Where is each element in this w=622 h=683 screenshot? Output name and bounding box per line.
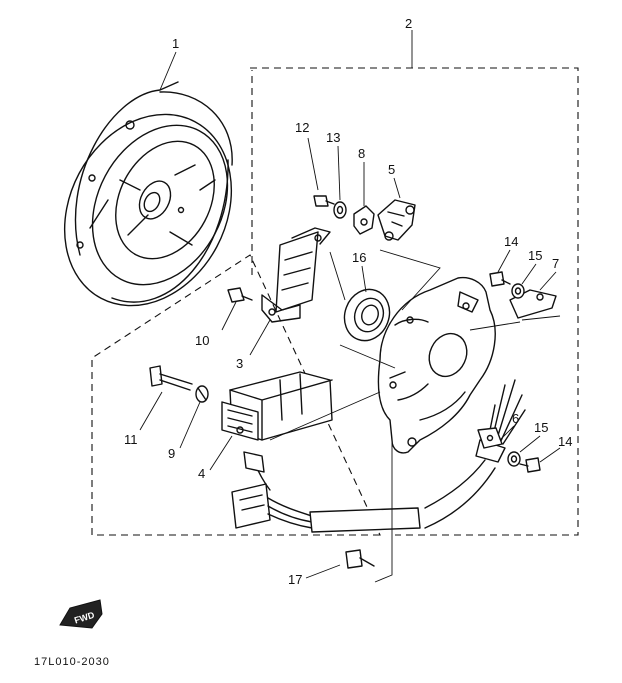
screw-10 [227,287,253,303]
label-part-17: 17 [288,572,302,587]
washer-15-upper [511,283,525,299]
label-part-3: 3 [236,356,243,371]
label-part-12: 12 [295,120,309,135]
wiring-harness [231,379,526,533]
label-part-7: 7 [552,256,559,271]
label-part-14-upper: 14 [504,234,518,249]
flywheel [63,81,233,307]
label-part-10: 10 [195,333,209,348]
pulser-coil [377,199,416,241]
label-part-16: 16 [352,250,366,265]
label-part-1: 1 [172,36,179,51]
label-part-15-upper: 15 [528,248,542,263]
label-part-4: 4 [198,466,205,481]
clamp-6 [477,427,503,449]
washer [333,201,347,219]
label-part-13: 13 [326,130,340,145]
assembly-guide-lines [269,249,561,583]
bracket [353,205,375,235]
label-part-11: 11 [124,432,138,447]
screw-12 [313,195,335,207]
stator-plate [377,276,496,454]
label-part-6: 6 [512,411,519,426]
screw-14-lower [519,457,541,473]
label-part-14-lower: 14 [558,434,572,449]
washer-15-lower [507,451,521,467]
label-part-8: 8 [358,146,365,161]
cdi-unit [221,371,333,441]
leader-lines [139,30,561,579]
label-part-5: 5 [388,162,395,177]
drawing-code: 17L010-2030 [34,656,110,668]
oil-seal [343,288,391,342]
assembly-boundary [91,67,579,536]
screw-14-upper [489,271,511,287]
label-part-15-lower: 15 [534,420,548,435]
label-part-2: 2 [405,16,412,31]
bolt-11 [149,365,193,391]
fwd-arrow-logo: FWD [59,599,103,629]
label-part-9: 9 [168,446,175,461]
charge-coil [261,227,331,323]
screw-17 [345,549,375,569]
lock-washer [195,385,209,403]
